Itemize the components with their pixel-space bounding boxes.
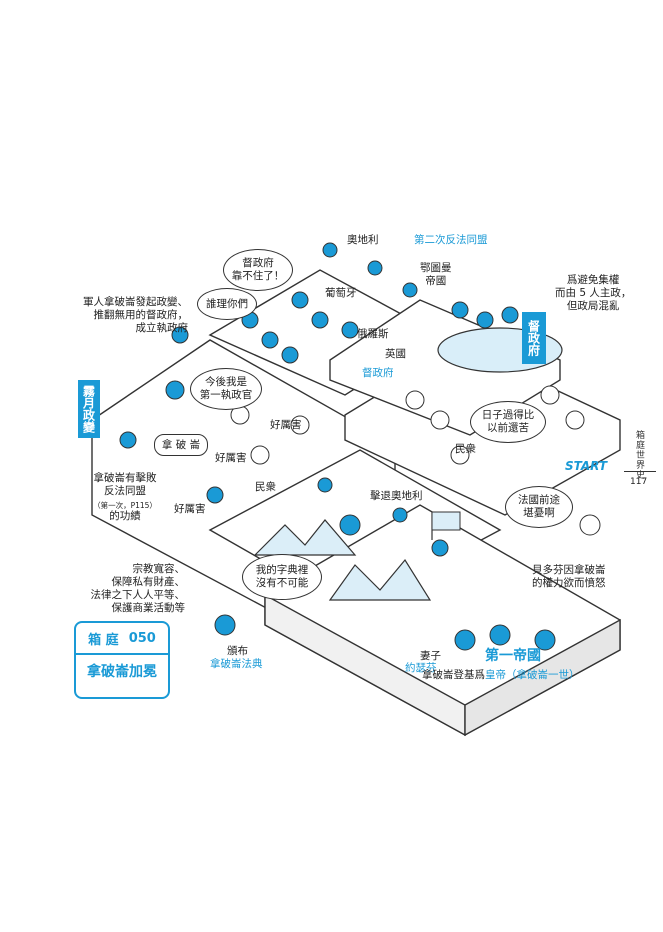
bubble-dictionary: 我的字典裡 沒有不可能 [242, 554, 322, 600]
label-first-empire: 第一帝國 [485, 648, 541, 664]
label-code-text: 宗教寬容、 保障私有財產、 法律之下人人平等、 保護商業活動等 [90, 563, 186, 614]
badge-number: 050 [128, 630, 156, 646]
label-portugal: 葡萄牙 [325, 287, 357, 299]
label-second-coalition: 第二次反法同盟 [414, 234, 488, 246]
coronation-text-a: 拿破崙登基爲 [422, 669, 485, 681]
badge-header: 箱 庭 050 [76, 623, 168, 655]
label-first-coalition-ref: （第一次，P115） [93, 501, 157, 510]
label-first-coalition-end: 的功績 [109, 510, 141, 522]
label-centralize: 爲避免集權 而由 5 人主政， 但政局混亂 [555, 274, 632, 312]
badge-title: 拿破崙加冕 [87, 664, 157, 680]
side-category: 箱庭世界史 [634, 430, 644, 480]
label-ottoman: 鄂圖曼 帝國 [420, 262, 452, 287]
label-first-coalition: 拿破崙有擊敗 反法同盟 [93, 472, 157, 497]
label-josephine: 約瑟芬 [405, 662, 437, 674]
badge-series: 箱 庭 [88, 632, 119, 648]
label-civil-code: 拿破崙法典 [210, 658, 263, 670]
coronation-text-b: 皇帝（拿破崙一世） [485, 669, 580, 681]
label-awesome-3: 好厲害 [174, 503, 206, 515]
side-divider [624, 471, 656, 472]
label-directory: 督政府 [362, 367, 394, 379]
label-coronation: 拿破崙登基爲皇帝（拿破崙一世） [422, 669, 580, 682]
label-austria: 奧地利 [347, 234, 379, 246]
bubble-consul: 今後我是 第一執政官 [190, 368, 262, 410]
page-number: 117 [630, 477, 648, 487]
label-citizens-1: 民衆 [255, 481, 276, 493]
label-napoleon: 拿 破 崙 [154, 434, 208, 456]
label-awesome-2: 好厲害 [215, 452, 247, 464]
label-britain: 英國 [385, 348, 406, 360]
label-promulgate: 頒布 [227, 645, 248, 657]
label-russia: 俄羅斯 [357, 328, 389, 340]
label-beethoven: 貝多芬因拿破崙 的權力欲而憤怒 [532, 564, 606, 589]
directory-flag: 督政府 [522, 312, 546, 364]
chapter-badge: 箱 庭 050 拿破崙加冕 [74, 621, 170, 699]
label-wife: 妻子 [420, 650, 441, 662]
label-coup: 軍人拿破崙發起政變、 推翻無用的督政府， 成立執政府 [83, 296, 188, 334]
start-label: START [565, 459, 608, 473]
label-citizens-2: 民衆 [455, 443, 476, 455]
bubble-protect: 誰理你們 [197, 288, 257, 320]
brumaire-flag: 霧月政變 [78, 380, 100, 438]
bubble-future: 法國前途 堪憂啊 [505, 486, 573, 528]
bubble-hard-times: 日子過得比 以前還苦 [470, 401, 546, 443]
label-defeat-austria: 擊退奧地利 [370, 490, 423, 502]
bubble-unreliable: 督政府 靠不住了！ [223, 249, 293, 291]
label-awesome-1: 好厲害 [270, 419, 302, 431]
